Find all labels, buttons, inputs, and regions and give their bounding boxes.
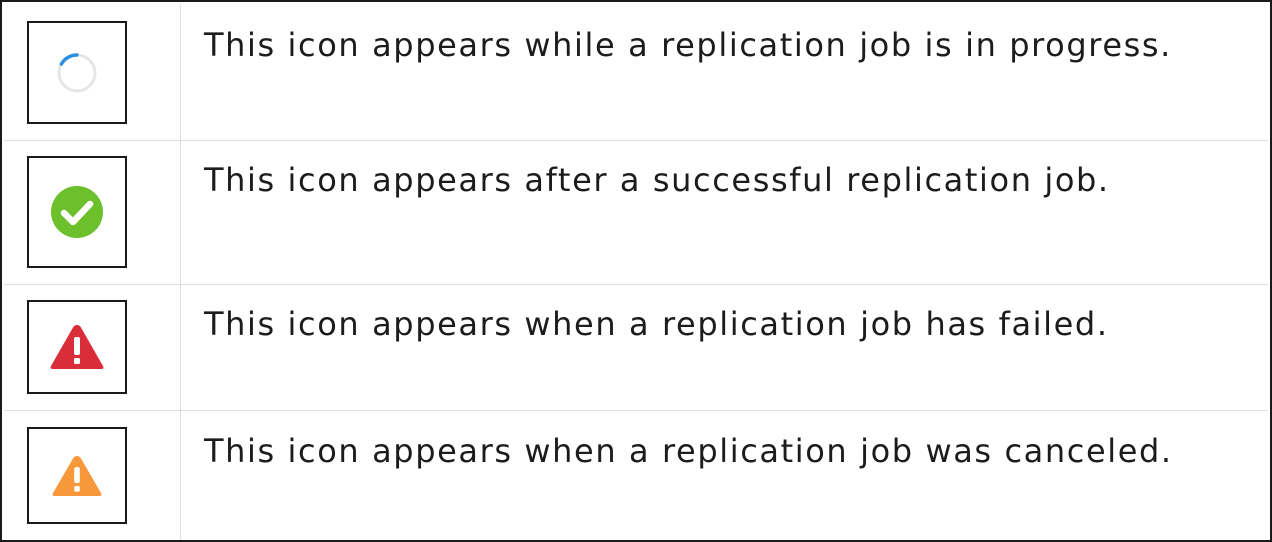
success-check-icon bbox=[51, 186, 103, 238]
icon-cell bbox=[4, 141, 181, 284]
table-row: This icon appears when a replication job… bbox=[4, 285, 1268, 411]
table-row: This icon appears when a replication job… bbox=[4, 411, 1268, 540]
canceled-warning-icon bbox=[52, 455, 102, 496]
icon-cell bbox=[4, 4, 181, 140]
row-description: This icon appears when a replication job… bbox=[204, 432, 1173, 470]
row-description: This icon appears while a replication jo… bbox=[204, 26, 1172, 64]
icon-frame bbox=[27, 427, 127, 524]
table-row: This icon appears while a replication jo… bbox=[4, 4, 1268, 141]
icon-frame bbox=[27, 21, 127, 124]
in-progress-spinner-icon bbox=[57, 52, 97, 92]
row-description: This icon appears when a replication job… bbox=[204, 305, 1109, 343]
icon-frame bbox=[27, 300, 127, 394]
icon-cell bbox=[4, 411, 181, 540]
failed-warning-icon bbox=[50, 325, 104, 369]
icon-cell bbox=[4, 285, 181, 410]
table-row: This icon appears after a successful rep… bbox=[4, 141, 1268, 285]
row-description: This icon appears after a successful rep… bbox=[204, 161, 1110, 199]
icon-frame bbox=[27, 156, 127, 268]
